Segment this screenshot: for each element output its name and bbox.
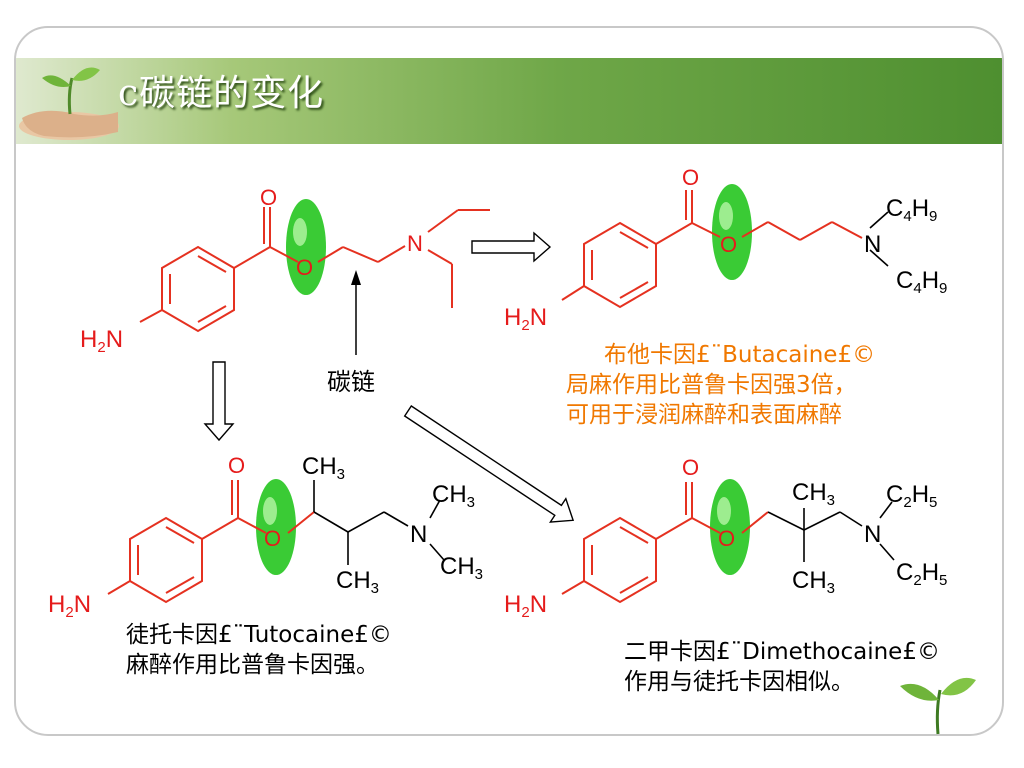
butacaine-ester-o: O <box>720 232 737 257</box>
hollow-arrow-icon <box>403 405 575 523</box>
tutocaine-ch3-n-top: CH3 <box>432 481 475 511</box>
tutocaine-carbonyl-o: O <box>228 453 245 478</box>
dimethocaine-c2h5-top: C2H5 <box>886 481 937 511</box>
procaine-structure: O O N H2N <box>80 185 490 356</box>
tutocaine-amine: H2N <box>48 591 91 621</box>
tutocaine-n: N <box>410 521 427 548</box>
hollow-arrow-icon <box>471 231 552 263</box>
tutocaine-note: 麻醉作用比普鲁卡因强。 <box>126 652 379 678</box>
hand-seedling-icon <box>19 67 119 140</box>
butacaine-carbonyl-o: O <box>682 165 699 190</box>
procaine-ester-o: O <box>296 255 313 280</box>
butacaine-n: N <box>864 231 881 258</box>
butacaine-name: 布他卡因£¨Butacaine£© <box>604 342 876 368</box>
dimethocaine-structure: O O N CH3 CH3 C2H5 C2H5 H2N <box>504 455 947 621</box>
dimethocaine-carbonyl-o: O <box>682 455 699 480</box>
seedling-icon <box>900 677 976 735</box>
procaine-carbonyl-o: O <box>260 185 277 210</box>
dimethocaine-note: 作用与徒托卡因相似。 <box>624 669 854 695</box>
tutocaine-ch3-n-bottom: CH3 <box>440 553 483 583</box>
dimethocaine-caption: 二甲卡因£¨Dimethocaine£© 作用与徒托卡因相似。 <box>624 637 940 697</box>
dimethocaine-ester-o: O <box>718 526 735 551</box>
slide-title: c碳链的变化 <box>118 73 325 114</box>
carbon-chain-label: 碳链 <box>327 368 375 396</box>
dimethocaine-n: N <box>864 521 881 548</box>
hollow-arrow-icon <box>203 361 235 442</box>
tutocaine-name: 徒托卡因£¨Tutocaine£© <box>126 622 392 648</box>
slide-frame <box>14 26 1004 736</box>
tutocaine-structure: O O N CH3 CH3 CH3 CH3 H2N <box>48 453 483 621</box>
butacaine-note-2: 可用于浸润麻醉和表面麻醉 <box>566 402 842 428</box>
header-band <box>16 58 1002 144</box>
ester-oxygen-highlight <box>286 199 326 295</box>
dimethocaine-c2h5-bottom: C2H5 <box>896 559 947 589</box>
butacaine-note-1: 局麻作用比普鲁卡因强3倍， <box>566 372 857 398</box>
butacaine-structure: O O N C4H9 C4H9 H2N <box>504 165 947 334</box>
dimethocaine-name: 二甲卡因£¨Dimethocaine£© <box>624 639 940 665</box>
tutocaine-ch3-bottom: CH3 <box>336 567 379 597</box>
butacaine-c4h9-top: C4H9 <box>886 195 937 225</box>
butacaine-caption: 布他卡因£¨Butacaine£© 局麻作用比普鲁卡因强3倍， 可用于浸润麻醉和… <box>566 340 875 430</box>
butacaine-c4h9-bottom: C4H9 <box>896 267 947 297</box>
tutocaine-caption: 徒托卡因£¨Tutocaine£© 麻醉作用比普鲁卡因强。 <box>126 620 392 680</box>
dimethocaine-ch3-bottom: CH3 <box>792 567 835 597</box>
dimethocaine-ch3-top: CH3 <box>792 479 835 509</box>
butacaine-amine: H2N <box>504 304 547 334</box>
dimethocaine-amine: H2N <box>504 591 547 621</box>
tutocaine-ester-o: O <box>264 526 281 551</box>
tutocaine-ch3-top: CH3 <box>302 453 345 483</box>
procaine-n: N <box>407 231 423 256</box>
procaine-amine: H2N <box>80 326 123 356</box>
